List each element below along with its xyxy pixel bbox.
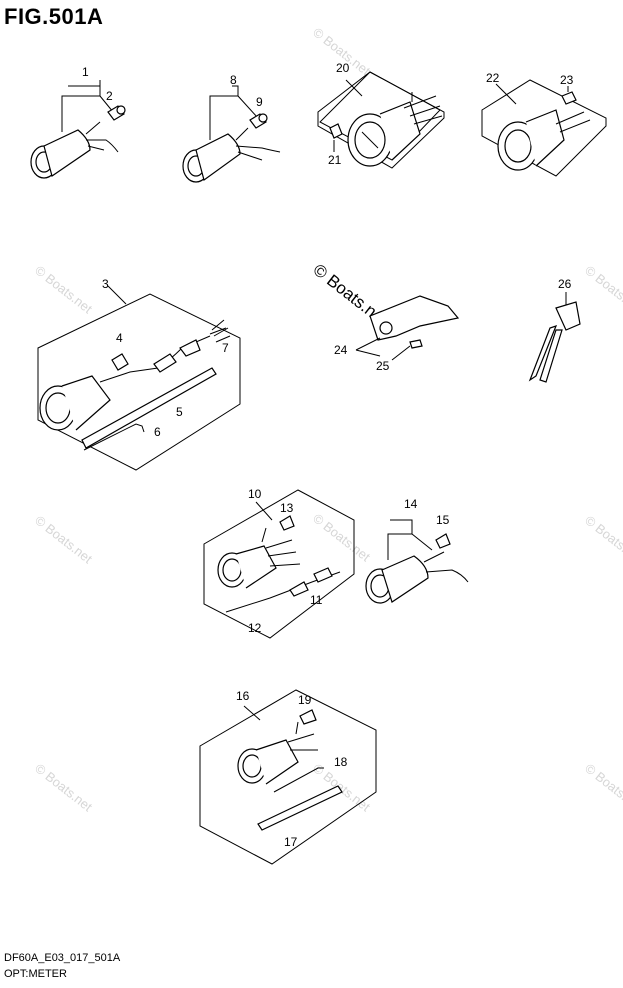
watermark: © Boats.net [582, 761, 623, 815]
callout-11: 11 [310, 593, 323, 607]
part-group-14 [365, 519, 469, 604]
callout-3: 3 [102, 277, 109, 291]
part-group-10 [203, 489, 355, 639]
callout-18: 18 [334, 755, 348, 769]
callout-10: 10 [248, 487, 262, 501]
watermark: © Boats.net [582, 263, 623, 317]
callout-5: 5 [176, 405, 183, 419]
callout-24: 24 [334, 343, 348, 357]
callout-labels: 1 2 3 4 5 6 7 8 9 10 11 12 13 14 15 16 1… [82, 61, 574, 849]
callout-6: 6 [154, 425, 161, 439]
callout-7: 7 [222, 341, 229, 355]
callout-8: 8 [230, 73, 237, 87]
callout-2: 2 [106, 89, 113, 103]
part-group-3 [37, 285, 241, 471]
callout-16: 16 [236, 689, 250, 703]
callout-23: 23 [560, 73, 574, 87]
callout-15: 15 [436, 513, 450, 527]
callout-12: 12 [248, 621, 262, 635]
callout-26: 26 [558, 277, 572, 291]
callout-17: 17 [284, 835, 298, 849]
figure-title: FIG.501A [4, 4, 104, 29]
part-group-20 [317, 71, 445, 169]
part-group-22 [481, 79, 607, 177]
callout-20: 20 [336, 61, 350, 75]
part-group-1 [30, 80, 126, 179]
callout-19: 19 [298, 693, 312, 707]
callout-4: 4 [116, 331, 123, 345]
callout-21: 21 [328, 153, 342, 167]
footer-code: DF60A_E03_017_501A [4, 952, 121, 964]
watermark: © Boats.net [32, 513, 95, 567]
footer-caption: OPT:METER [4, 968, 67, 980]
callout-1: 1 [82, 65, 89, 79]
part-26 [528, 292, 581, 383]
part-group-8 [182, 85, 281, 183]
watermark: © Boats.net [32, 761, 95, 815]
watermark: © Boats.net [32, 263, 95, 317]
watermark: © Boats.net [582, 513, 623, 567]
callout-14: 14 [404, 497, 418, 511]
callout-22: 22 [486, 71, 500, 85]
part-group-24 [355, 295, 460, 361]
callout-9: 9 [256, 95, 263, 109]
callout-13: 13 [280, 501, 294, 515]
part-group-16 [199, 689, 377, 865]
callout-25: 25 [376, 359, 390, 373]
watermark: © Boats.net [310, 511, 373, 565]
